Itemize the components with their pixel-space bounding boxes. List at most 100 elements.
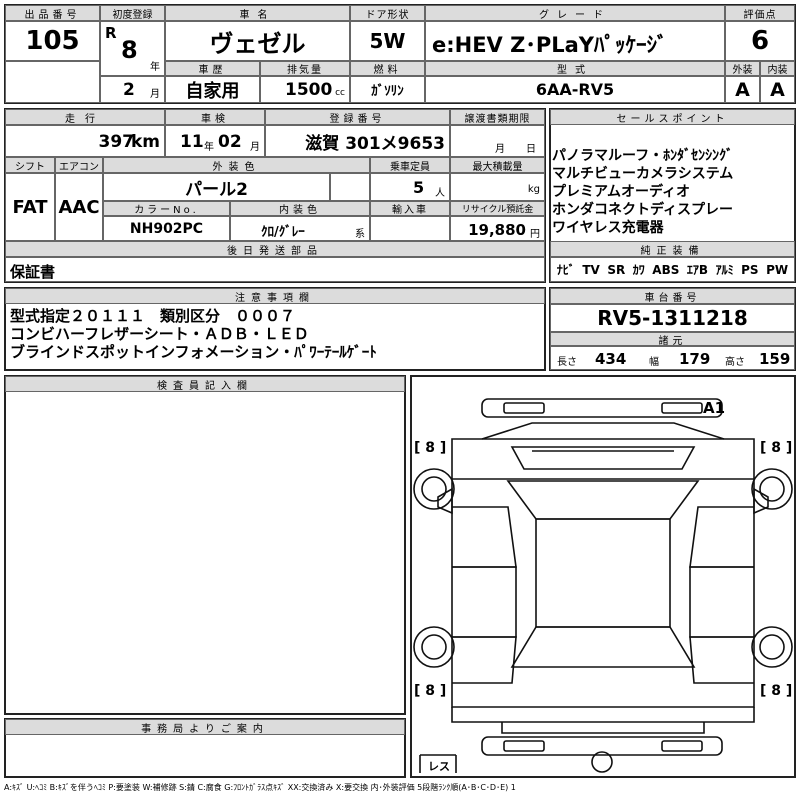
inspection-year-unit: 年 — [204, 142, 214, 153]
mileage-unit: km — [130, 132, 160, 152]
grade-label: グレード — [425, 5, 725, 21]
mileage-label: 走行 — [5, 109, 165, 125]
defect-mark: A1 — [703, 399, 726, 417]
inspection-year: 11 — [180, 132, 204, 152]
sales-label: セールスポイント — [550, 109, 795, 125]
load-unit: kg — [527, 184, 540, 195]
load-label: 最大積載量 — [450, 157, 545, 173]
lot-value: 105 — [5, 21, 100, 61]
ac-value: AAC — [55, 173, 103, 241]
transfer-day-unit: 日 — [526, 144, 536, 155]
note-line: 型式指定２０１１１ 類別区分 ０００７ — [10, 307, 296, 325]
color-no-label: カラーNo. — [103, 201, 230, 216]
spare-label: レス — [428, 760, 450, 773]
width-label: 幅 — [649, 357, 659, 368]
inspection-month: 02 — [218, 132, 242, 152]
interior-color-unit: 系 — [355, 229, 365, 240]
month-value: 2 — [123, 80, 135, 100]
displacement-unit: cc — [335, 88, 345, 98]
capacity-value: 5 — [413, 178, 425, 197]
import-label: 輸入車 — [370, 201, 450, 216]
grade-value: e:HEV Z･PLaYﾊﾟｯｹｰｼﾞ — [425, 21, 725, 61]
color-value: パール2 — [103, 173, 330, 201]
dimensions-row: 長さ 434 幅 179 高さ 159 — [550, 346, 795, 370]
color-label: 外装色 — [103, 157, 370, 173]
ac-label: エアコン — [55, 157, 103, 173]
sales-point: ホンダコネクトディスプレー — [552, 202, 734, 218]
interior-color-value: ｸﾛ/ｸﾞﾚｰ — [261, 225, 305, 240]
length-value: 434 — [595, 350, 627, 368]
transfer-label: 譲渡書類期限 — [450, 109, 545, 125]
note-line: コンビハーフレザーシート・ＡＤＢ・ＬＥＤ — [10, 325, 309, 343]
tread-rear-right: [ 8 ] — [760, 683, 793, 699]
transfer-month-unit: 月 — [495, 144, 505, 155]
capacity-unit: 人 — [435, 188, 445, 199]
sales-point: プレミアムオーディオ — [552, 184, 691, 200]
notes-lines: 型式指定２０１１１ 類別区分 ０００７ コンビハーフレザーシート・ＡＤＢ・ＬＥＤ… — [10, 307, 540, 361]
chassis-value: RV5-1311218 — [550, 304, 795, 332]
fuel-label: 燃料 — [350, 61, 425, 76]
height-value: 159 — [759, 350, 791, 368]
score-label: 評価点 — [725, 5, 795, 21]
capacity-label: 乗車定員 — [370, 157, 450, 173]
model-value: 6AA-RV5 — [425, 76, 725, 103]
later-value: 保証書 — [5, 257, 545, 282]
year-unit: 年 — [150, 62, 160, 73]
equipment-row: ﾅﾋﾞ TV SR ｶﾜ ABS ｴｱB ｱﾙﾐ PS PW — [550, 257, 795, 282]
legend-text: A:ｷｽﾞ U:ﾍｺﾐ B:ｷｽﾞを伴うﾍｺﾐ P:要塗装 W:補修跡 S:錆 … — [4, 783, 516, 792]
equipment-item: ﾅﾋﾞ — [556, 263, 575, 277]
width-value: 179 — [679, 350, 711, 368]
dim-label: 諸元 — [550, 332, 795, 346]
height-label: 高さ — [725, 357, 745, 368]
load-cell: kg — [450, 173, 545, 201]
import-cell — [370, 216, 450, 241]
color-blank — [330, 173, 370, 201]
recycle-unit: 円 — [530, 229, 540, 240]
score-value: 6 — [725, 21, 795, 61]
length-label: 長さ — [557, 357, 577, 368]
first-reg-month: 2 月 — [100, 76, 165, 103]
transfer-cell: 月 日 — [450, 125, 545, 157]
car-name-label: 車名 — [165, 5, 350, 21]
sales-point: パノラマルーフ・ﾎﾝﾀﾞｾﾝｼﾝｸﾞ — [552, 148, 734, 164]
history-label: 車歴 — [165, 61, 260, 76]
later-label: 後日発送部品 — [5, 241, 545, 257]
equipment-label: 純正装備 — [550, 241, 795, 257]
interior-label: 内装 — [760, 61, 795, 76]
recycle-label: リサイクル預託金 — [450, 201, 545, 216]
equipment-item: PS — [741, 262, 759, 277]
inspector-block — [4, 375, 406, 715]
color-no-value: NH902PC — [103, 216, 230, 241]
tread-front-left: [ 8 ] — [414, 440, 447, 456]
first-reg-cell: R 8 年 — [100, 21, 165, 76]
capacity-cell: 5 人 — [370, 173, 450, 201]
inspection-cell: 11 年 02 月 — [165, 125, 265, 157]
diagram-block — [410, 375, 796, 778]
plate-label: 登録番号 — [265, 109, 450, 125]
displacement-value: 1500 — [285, 80, 333, 100]
office-label: 事務局よりご案内 — [5, 719, 405, 735]
tread-front-right: [ 8 ] — [760, 440, 793, 456]
plate-value: 滋賀 301メ9653 — [265, 125, 450, 157]
month-unit: 月 — [150, 89, 160, 100]
era: R — [105, 24, 117, 42]
inspector-label: 検査員記入欄 — [5, 376, 405, 392]
displacement-cell: 1500 cc — [260, 76, 350, 103]
doors-value: 5W — [350, 21, 425, 61]
first-reg-label: 初度登録 — [100, 5, 165, 21]
notes-label: 注意事項欄 — [5, 288, 545, 304]
interior-color-label: 内装色 — [230, 201, 370, 216]
interior-color-cell: ｸﾛ/ｸﾞﾚｰ 系 — [230, 216, 370, 241]
fuel-value: ｶﾞｿﾘﾝ — [350, 76, 425, 103]
note-line: ブラインドスポットインフォメーション・ﾊﾟﾜｰﾃｰﾙｹﾞｰﾄ — [10, 343, 377, 361]
model-label: 型式 — [425, 61, 725, 76]
shift-label: シフト — [5, 157, 55, 173]
equipment-item: ｶﾜ — [632, 263, 645, 277]
recycle-value: 19,880 — [468, 221, 526, 239]
history-value: 自家用 — [165, 76, 260, 103]
sales-point: マルチビューカメラシステム — [552, 166, 734, 182]
car-name-value: ヴェゼル — [165, 21, 350, 61]
chassis-label: 車台番号 — [550, 288, 795, 304]
equipment-item: ｱﾙﾐ — [715, 263, 734, 277]
year-value: 8 — [121, 36, 138, 64]
